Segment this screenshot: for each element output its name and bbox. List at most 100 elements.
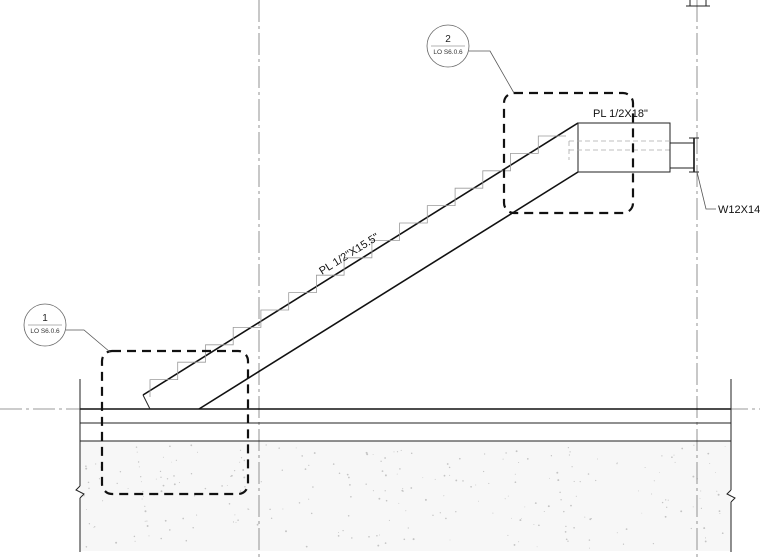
concrete-speck <box>260 481 262 483</box>
concrete-speck <box>270 517 273 520</box>
concrete-speck <box>308 464 310 466</box>
concrete-speck <box>405 510 407 512</box>
concrete-speck <box>505 452 507 454</box>
concrete-speck <box>402 488 404 490</box>
concrete-speck <box>350 495 352 498</box>
concrete-speck <box>85 467 88 470</box>
concrete-speck <box>704 537 707 539</box>
concrete-speck <box>514 473 516 475</box>
concrete-speck <box>381 470 384 472</box>
concrete-speck <box>422 477 424 479</box>
concrete-speck <box>715 472 716 473</box>
concrete-speck <box>351 537 353 539</box>
concrete-speck <box>193 495 196 497</box>
detail-tag-2-number: 2 <box>445 34 451 45</box>
concrete-speck <box>192 527 194 529</box>
concrete-speck <box>588 539 591 541</box>
callout-leader-1 <box>66 329 111 353</box>
concrete-speck <box>492 512 494 514</box>
concrete-speck <box>140 476 142 478</box>
concrete-speck <box>483 453 486 455</box>
beam-leader <box>696 171 716 210</box>
concrete-speck <box>396 451 399 453</box>
concrete-speck <box>133 535 136 538</box>
concrete-speck <box>295 447 297 449</box>
concrete-speck <box>234 514 236 516</box>
concrete-speck <box>379 534 381 536</box>
concrete-speck <box>162 456 164 458</box>
concrete-speck <box>518 541 520 543</box>
concrete-speck <box>597 458 598 460</box>
concrete-speck <box>507 495 509 497</box>
concrete-speck <box>94 526 96 528</box>
concrete-speck <box>470 485 472 488</box>
concrete-speck <box>146 520 148 522</box>
concrete-speck <box>690 527 692 530</box>
concrete-speck <box>661 501 664 504</box>
concrete-speck <box>237 519 239 521</box>
concrete-speck <box>190 444 193 447</box>
concrete-speck <box>567 540 569 542</box>
concrete-speck <box>233 469 236 472</box>
concrete-speck <box>403 538 406 541</box>
concrete-speck <box>221 485 223 487</box>
concrete-speck <box>547 505 550 508</box>
concrete-speck <box>98 478 101 480</box>
concrete-speck <box>573 480 575 483</box>
concrete-speck <box>269 508 271 511</box>
concrete-speck <box>557 479 560 482</box>
detail-tag-1-sheet: LO S6.0.6 <box>30 328 60 335</box>
concrete-speck <box>565 538 568 541</box>
concrete-speck <box>142 496 144 497</box>
concrete-speck <box>616 462 618 465</box>
concrete-speck <box>717 493 720 496</box>
concrete-speck <box>399 468 401 470</box>
concrete-speck <box>185 539 188 542</box>
concrete-speck <box>521 518 523 520</box>
concrete-speck <box>243 476 246 479</box>
concrete-speck <box>169 445 171 448</box>
concrete-speck <box>653 480 655 482</box>
concrete-speck <box>93 526 95 528</box>
concrete-speck <box>148 535 150 537</box>
concrete-speck <box>372 453 374 455</box>
concrete-speck <box>85 546 88 548</box>
concrete-speck <box>449 474 451 476</box>
concrete-speck <box>384 474 387 477</box>
stair-steps <box>149 135 566 397</box>
concrete-speck <box>674 461 676 463</box>
concrete-speck <box>313 452 316 454</box>
concrete-speck <box>664 515 667 518</box>
concrete-speck <box>228 503 231 505</box>
grid-marker-top-right <box>686 0 710 7</box>
concrete-speck <box>587 473 590 475</box>
concrete-speck <box>265 444 267 446</box>
concrete-speck <box>160 490 163 493</box>
concrete-speck <box>366 453 369 456</box>
concrete-speck <box>102 500 104 502</box>
concrete-speck <box>87 481 90 484</box>
concrete-speck <box>376 534 378 537</box>
detail-callout-box-1 <box>100 349 250 496</box>
top-connection <box>568 122 699 173</box>
concrete-speck <box>434 478 436 480</box>
concrete-speck <box>407 527 409 529</box>
concrete-speck <box>424 498 427 501</box>
concrete-speck <box>239 461 241 463</box>
concrete-speck <box>565 525 567 528</box>
concrete-speck <box>304 468 307 470</box>
concrete-speck <box>337 535 340 537</box>
concrete-speck <box>388 519 390 521</box>
concrete-speck <box>242 469 245 471</box>
concrete-speck <box>140 481 142 483</box>
concrete-speck <box>445 517 447 520</box>
concrete-speck <box>377 544 380 547</box>
concrete-speck <box>137 461 140 463</box>
concrete-speck <box>88 487 90 490</box>
concrete-speck <box>488 482 490 485</box>
concrete-speck <box>384 542 387 544</box>
concrete-speck <box>308 498 310 500</box>
concrete-speck <box>543 510 545 513</box>
concrete-speck <box>368 535 370 538</box>
